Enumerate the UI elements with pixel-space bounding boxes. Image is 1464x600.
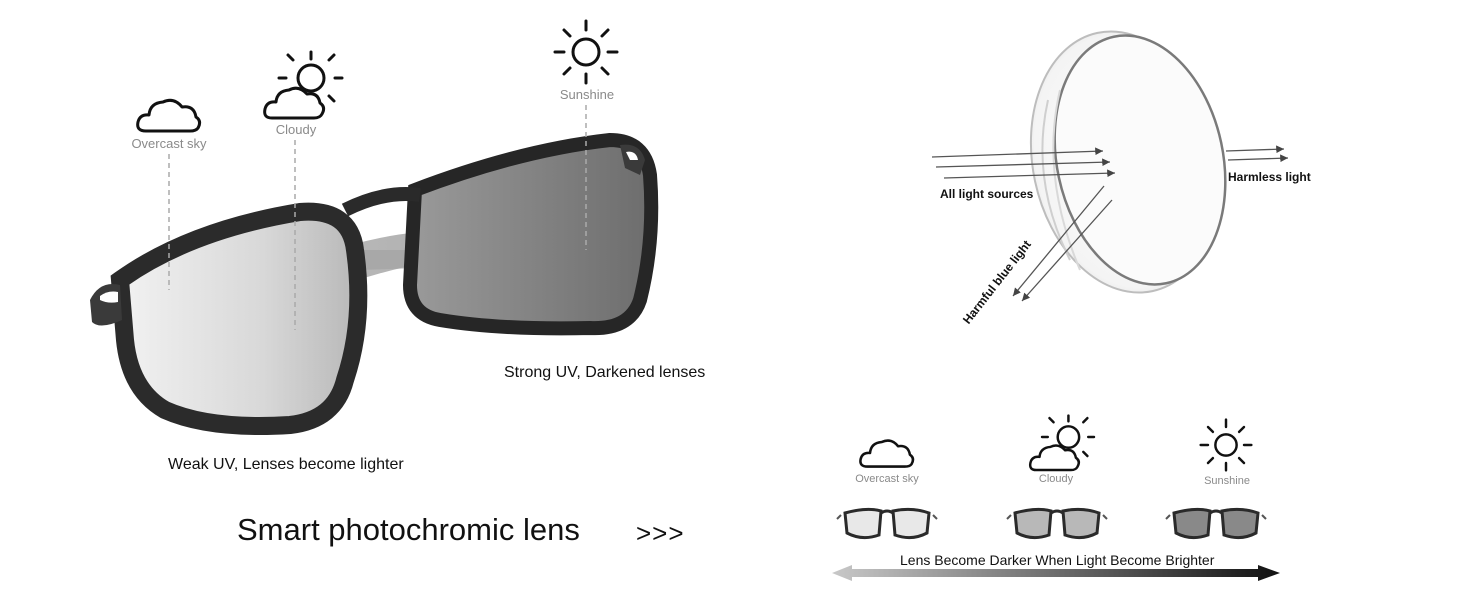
comparison-caption: Lens Become Darker When Light Become Bri… xyxy=(900,552,1215,568)
caption-strong-uv: Strong UV, Darkened lenses xyxy=(504,364,706,381)
sun-icon xyxy=(553,19,619,85)
compare-label-sunshine: Sunshine xyxy=(1204,475,1250,487)
forward-arrows: >>> xyxy=(636,518,685,548)
compare-sun-icon xyxy=(1199,418,1253,472)
glasses-overcast xyxy=(836,507,938,540)
weather-label-cloudy: Cloudy xyxy=(275,122,317,137)
sun-behind-cloud-icon xyxy=(263,50,344,120)
weather-label-sunshine: Sunshine xyxy=(559,87,615,102)
cloud-icon xyxy=(136,98,202,133)
glasses-sunshine xyxy=(1165,507,1267,540)
compare-label-cloudy: Cloudy xyxy=(1038,473,1074,485)
label-harmless-light: Harmless light xyxy=(1228,170,1311,184)
headline: Smart photochromic lens xyxy=(237,512,580,547)
label-all-light-sources: All light sources xyxy=(940,187,1034,201)
compare-sun-behind-cloud-icon xyxy=(1028,414,1096,472)
caption-weak-uv: Weak UV, Lenses become lighter xyxy=(168,456,404,473)
compare-label-overcast: Overcast sky xyxy=(855,473,919,485)
glasses-cloudy xyxy=(1006,507,1108,540)
compare-cloud-icon xyxy=(859,439,915,468)
weather-label-overcast: Overcast sky xyxy=(131,136,207,151)
